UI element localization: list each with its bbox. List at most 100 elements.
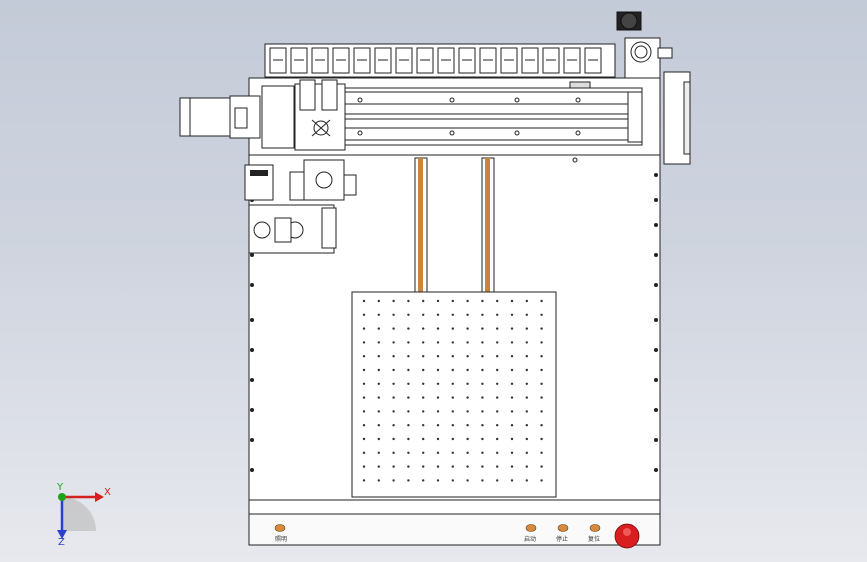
plate-hole: [525, 410, 528, 413]
x-axis-label: X: [104, 487, 111, 498]
plate-hole: [407, 299, 410, 303]
plate-hole: [510, 410, 514, 413]
reset-button[interactable]: 复位: [588, 524, 601, 544]
plate-hole: [540, 341, 543, 344]
plate-hole: [510, 341, 514, 344]
plate-hole: [466, 313, 469, 316]
plate-hole: [407, 437, 410, 441]
plate-hole: [496, 396, 499, 399]
plate-hole: [392, 424, 395, 427]
plate-hole: [540, 382, 543, 385]
plate-hole: [436, 465, 440, 468]
plate-hole: [540, 451, 543, 454]
plate-hole: [510, 437, 514, 441]
plate-hole: [362, 368, 366, 372]
plate-hole: [422, 355, 425, 358]
plate-hole: [481, 437, 484, 441]
plate-hole: [481, 479, 484, 482]
tool-head: [294, 79, 346, 151]
plate-hole: [525, 396, 528, 399]
frame-bolt: [654, 468, 658, 472]
plate-hole: [422, 465, 425, 468]
plate-hole: [377, 437, 380, 441]
plate-hole: [422, 327, 425, 330]
frame-bolt: [654, 223, 658, 227]
beam-bolt: [514, 97, 520, 103]
plate-hole: [525, 479, 528, 482]
plate-hole: [436, 396, 440, 399]
frame-bolt: [250, 283, 254, 287]
plate-hole: [496, 355, 499, 358]
plate-hole: [466, 382, 469, 385]
frame-bolt: [250, 408, 254, 412]
plate-hole: [451, 465, 454, 468]
plate-hole: [540, 327, 543, 330]
start-button[interactable]: 启动: [524, 524, 537, 544]
plate-hole: [422, 437, 425, 441]
plate-hole: [377, 327, 380, 330]
plate-hole: [496, 313, 499, 316]
plate-hole: [525, 451, 528, 454]
plate-hole: [422, 382, 425, 385]
z-axis-label: Z: [58, 537, 65, 548]
plate-hole: [451, 437, 454, 441]
plate-hole: [510, 465, 514, 468]
plate-hole: [392, 299, 395, 303]
plate-hole: [466, 368, 469, 372]
plate-hole: [451, 341, 454, 344]
coordinate-triad: X Y Z: [56, 482, 111, 548]
light-button[interactable]: 照明: [274, 524, 287, 544]
plate-hole: [392, 410, 395, 413]
plate-hole: [436, 368, 440, 372]
plate-hole: [496, 410, 499, 413]
plate-hole: [436, 479, 440, 482]
plate-hole: [540, 479, 543, 482]
frame-bolt: [654, 438, 658, 442]
beam-bolt: [572, 157, 578, 163]
plate-hole: [481, 299, 484, 303]
plate-hole: [496, 424, 499, 427]
plate-hole: [422, 313, 425, 316]
plate-hole: [525, 341, 528, 344]
plate-hole: [422, 410, 425, 413]
beam-bolt: [575, 97, 581, 103]
plate-hole: [407, 396, 410, 399]
plate-hole: [451, 368, 454, 372]
plate-hole: [481, 465, 484, 468]
plate-hole: [362, 341, 366, 344]
plate-hole: [510, 479, 514, 482]
plate-hole: [407, 465, 410, 468]
plate-hole: [466, 424, 469, 427]
plate-hole: [436, 299, 440, 303]
plate-hole: [510, 299, 514, 303]
plate-hole: [392, 437, 395, 441]
beam-bolt: [514, 130, 520, 136]
plate-hole: [540, 437, 543, 441]
plate-hole: [466, 396, 469, 399]
plate-hole: [377, 424, 380, 427]
plate-hole: [481, 451, 484, 454]
plate-hole: [525, 382, 528, 385]
frame-bolt: [250, 318, 254, 322]
emergency-stop-button[interactable]: [614, 523, 640, 549]
plate-hole: [407, 368, 410, 372]
plate-hole: [362, 299, 366, 303]
beam-bolt: [449, 97, 455, 103]
plate-hole: [525, 355, 528, 358]
valve-assembly: [616, 11, 691, 165]
plate-hole: [525, 465, 528, 468]
plate-hole: [377, 313, 380, 316]
plate-hole: [525, 299, 528, 303]
side-mechanism: [244, 159, 357, 254]
plate-hole: [377, 396, 380, 399]
frame-bolt: [654, 378, 658, 382]
plate-hole: [540, 424, 543, 427]
plate-hole: [525, 327, 528, 330]
plate-hole: [451, 451, 454, 454]
frame-bolt: [250, 378, 254, 382]
plate-hole: [525, 437, 528, 441]
beam-bolt: [357, 97, 363, 103]
plate-hole: [466, 410, 469, 413]
stop-button[interactable]: 停止: [556, 524, 569, 544]
